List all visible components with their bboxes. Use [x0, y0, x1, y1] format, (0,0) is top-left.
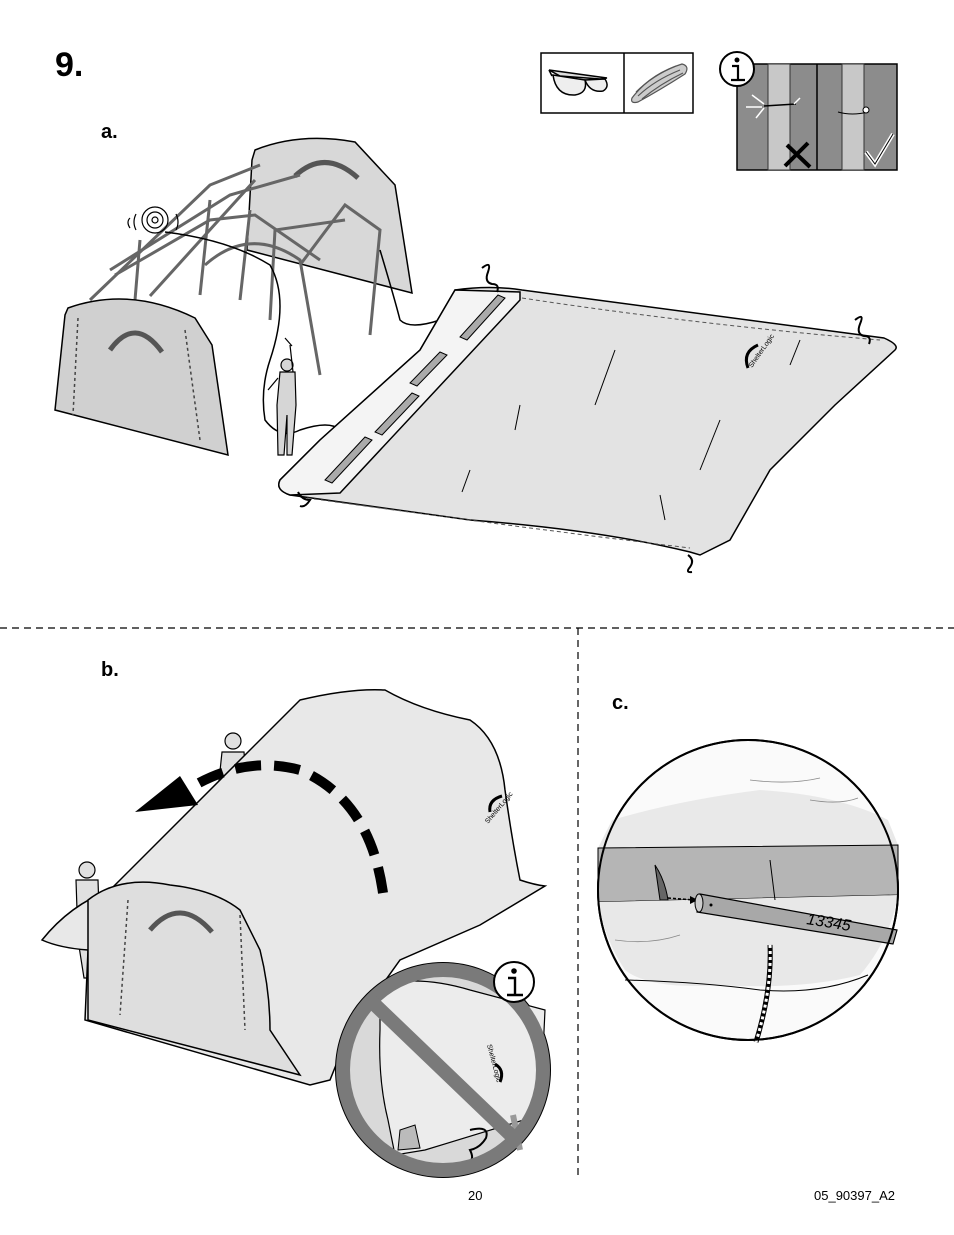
check-mark-icon — [864, 132, 895, 168]
safety-glasses-icon — [548, 69, 608, 96]
pull-direction-arrow-icon — [135, 760, 388, 894]
document-code: 05_90397_A2 — [814, 1188, 895, 1203]
info-box — [719, 51, 898, 171]
rope-icon — [631, 63, 688, 104]
section-c-label: c. — [612, 692, 629, 714]
person-figure — [267, 337, 297, 456]
section-a-label: a. — [101, 121, 118, 143]
rope-spiral-icon — [127, 206, 179, 234]
detail-circle: ShelterLogic — [335, 961, 551, 1178]
pole-detail-illustration: 13345 — [597, 739, 899, 1043]
tools-box — [540, 52, 694, 114]
x-mark-icon — [783, 141, 812, 169]
info-icon — [719, 51, 755, 87]
page-number: 20 — [468, 1188, 483, 1203]
info-icon — [493, 961, 535, 1003]
section-b-label: b. — [101, 659, 119, 681]
frame-and-cover-illustration: ShelterLogic — [54, 137, 897, 574]
step-number: 9. — [55, 46, 84, 84]
part-number-label: 13345 — [805, 911, 852, 935]
cover-pulled-over-illustration: ShelterLogic ShelterLogic — [40, 688, 551, 1178]
